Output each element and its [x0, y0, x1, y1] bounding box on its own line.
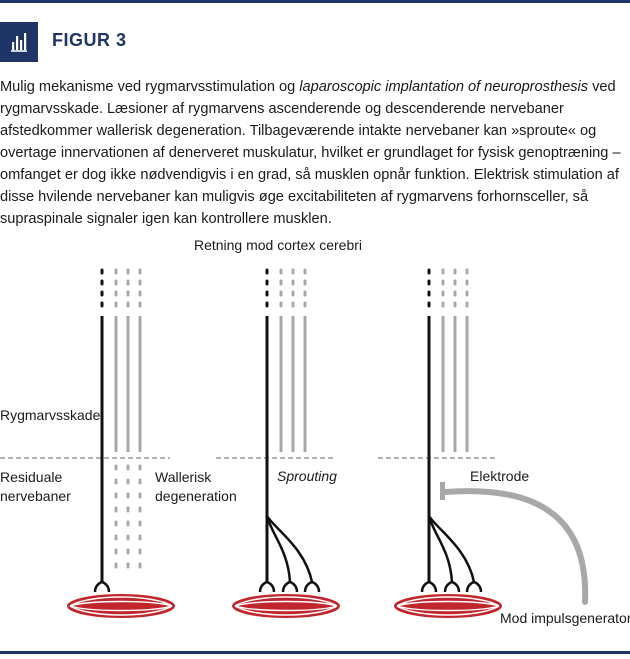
caption-emphasis: laparoscopic implantation of neuroprosth… — [299, 79, 589, 95]
panel-2-sprouting — [232, 268, 340, 618]
panel-1-nerve-ending — [93, 580, 111, 593]
panel-1-top-dots — [100, 268, 142, 310]
panel-2-sprouts — [265, 515, 314, 583]
panel-3-muscle — [394, 594, 502, 618]
panel-2-muscle — [232, 594, 340, 618]
panel-3-electrode — [394, 268, 589, 618]
panel-3-sprouts — [427, 515, 476, 583]
panel-3-nerve-endings — [420, 580, 483, 593]
figure-caption: Mulig mekanisme ved rygmarvsstimulation … — [0, 76, 626, 230]
figure-title: FIGUR 3 — [52, 30, 127, 50]
wallerian-label-line1: Wallerisk — [155, 469, 212, 485]
electrode-label: Elektrode — [470, 468, 529, 484]
panel-2-top-dots — [265, 268, 307, 310]
figure-header: FIGUR 3 — [0, 22, 630, 62]
panel-3-top-dots — [427, 268, 469, 310]
injury-label: Rygmarvsskade — [0, 407, 101, 423]
spinal-cord-diagram: Retning mod cortex cerebri Rygmarvsskade… — [0, 237, 630, 626]
panel-1-muscle — [67, 594, 175, 618]
wallerian-label-line2: degeneration — [155, 488, 237, 504]
panel-1-degenerated-nerves — [114, 464, 142, 572]
top-rule — [0, 0, 630, 3]
bottom-rule — [0, 651, 630, 654]
generator-label: Mod impulsgenerator — [500, 610, 630, 626]
bar-chart-icon — [0, 22, 38, 62]
cortex-direction-label: Retning mod cortex cerebri — [194, 237, 362, 253]
residual-label-line1: Residuale — [0, 469, 62, 485]
sprouting-label: Sprouting — [277, 468, 337, 484]
residual-label-line2: nervebaner — [0, 488, 71, 504]
caption-text-part2: ved rygmarvsskade. Læsioner af rygmarven… — [0, 79, 621, 227]
panel-1-residual — [67, 268, 175, 618]
electrode-lead — [442, 488, 589, 605]
caption-text-part1: Mulig mekanisme ved rygmarvsstimulation … — [0, 79, 300, 95]
panel-2-nerve-endings — [258, 580, 321, 593]
electrode-tip — [440, 482, 445, 500]
